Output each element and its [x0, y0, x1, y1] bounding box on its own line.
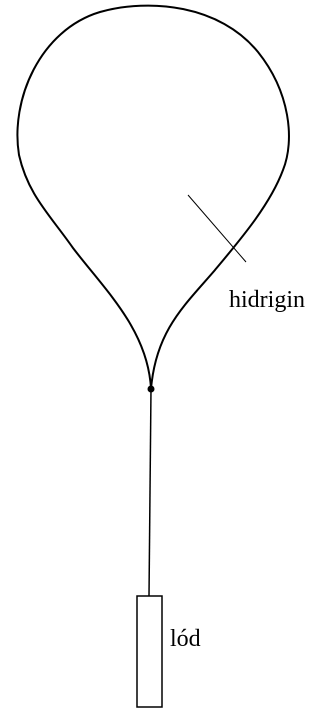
load-box: [136, 595, 163, 708]
load-label: lód: [170, 626, 201, 652]
hydrogen-label: hidrigin: [229, 287, 305, 313]
balloon-envelope: [16, 4, 290, 390]
tether-line: [148, 388, 152, 597]
hydrogen-leader-line: [187, 194, 247, 263]
